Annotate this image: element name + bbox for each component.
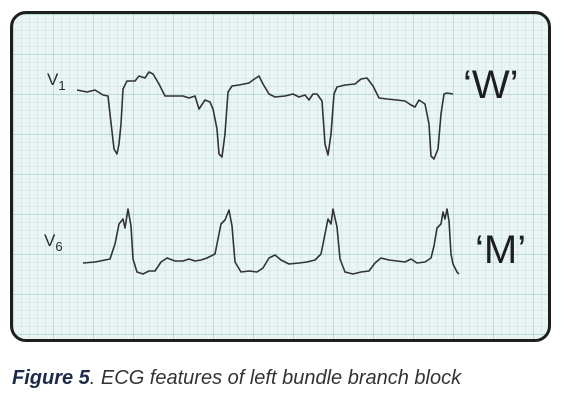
morphology-label-m: ‘M’ [475,228,527,272]
lead-label-v6: V6 [44,232,63,253]
ecg-strip-panel: V1 V6 ‘W’ ‘M’ [10,11,551,342]
lead-name-v6: V [44,231,56,250]
lead-sub-v6: 6 [55,239,63,254]
figure-caption-text: . ECG features of left bundle branch blo… [89,367,462,389]
figure-caption: Figure 5. ECG features of left bundle br… [12,367,567,390]
ecg-traces [76,71,460,275]
lead-sub-v1: 1 [58,78,66,93]
morphology-label-w: ‘W’ [463,63,519,107]
trace-v6 [82,208,460,275]
lead-name-v1: V [47,70,59,89]
lead-label-v1: V1 [47,71,66,92]
trace-v1 [76,71,454,160]
figure-number: Figure 5 [12,367,90,389]
